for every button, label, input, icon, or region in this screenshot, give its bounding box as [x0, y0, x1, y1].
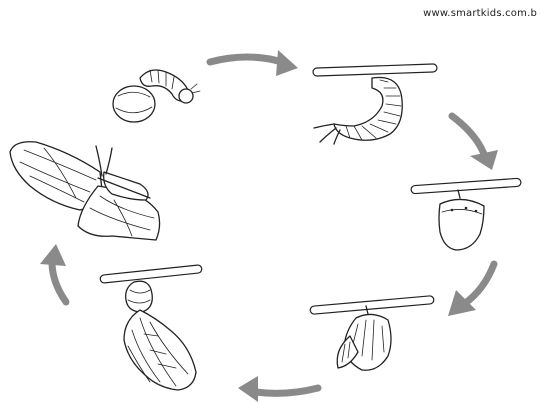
caterpillar-hanging-illustration: [313, 64, 437, 144]
butterfly-drying-wings-illustration: [100, 265, 202, 390]
emerging-butterfly-illustration: [310, 296, 434, 371]
cycle-arrow-5: [40, 244, 66, 302]
cycle-arrow-3: [448, 264, 494, 316]
cycle-arrow-4: [238, 376, 318, 402]
cycle-arrow-1: [210, 50, 298, 76]
egg-and-caterpillar-illustration: [113, 70, 200, 122]
chrysalis-illustration: [411, 178, 521, 250]
adult-butterfly-illustration: [10, 142, 160, 240]
cycle-arrow-2: [452, 116, 498, 170]
